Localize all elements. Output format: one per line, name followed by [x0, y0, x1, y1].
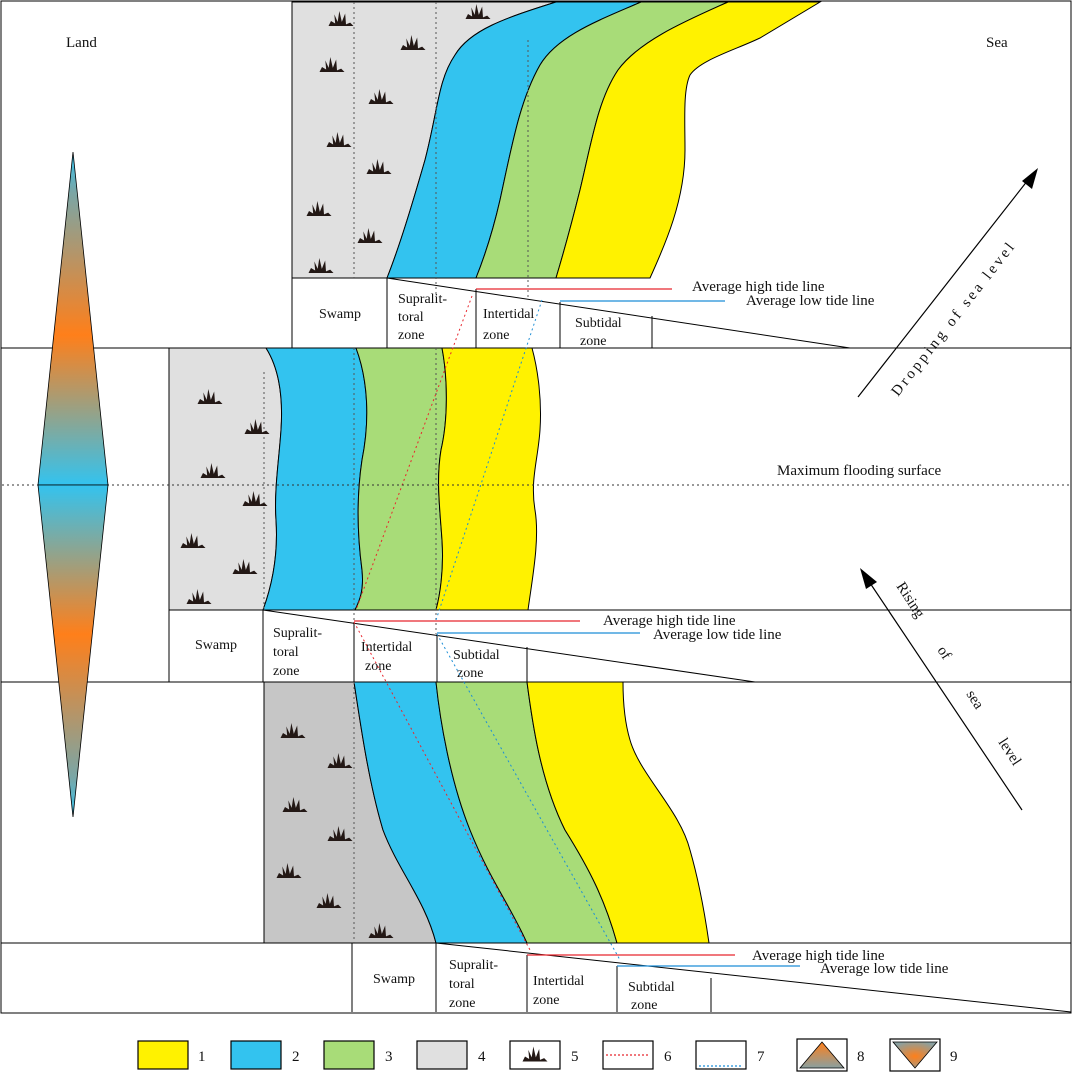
legend-label-9: 9: [950, 1049, 958, 1065]
middle-intertidal-area: [354, 347, 447, 611]
legend-label-7: 7: [757, 1049, 765, 1065]
middle-swamp-label: Swamp: [195, 638, 237, 653]
middle-subtidal-area: [435, 347, 542, 611]
legend-swatch-low-tide: [695, 1040, 747, 1070]
bottom-inter-label-1: Intertidal: [533, 974, 584, 989]
legend-label-8: 8: [857, 1049, 865, 1065]
rising-label-3: sea: [963, 687, 987, 712]
legend-label-5: 5: [571, 1049, 579, 1065]
legend-swatch-swamp: [416, 1040, 468, 1070]
bottom-panel: Swamp Supralit- toral zone Intertidal zo…: [1, 681, 1072, 1013]
top-sub-label-2: zone: [580, 334, 606, 349]
legend-swatch-intertidal: [323, 1040, 375, 1070]
rising-arrow: Rising of sea level: [860, 568, 1024, 811]
middle-panel: Swamp Supralit- toral zone Intertidal zo…: [168, 347, 1071, 683]
top-swamp-label: Swamp: [319, 307, 361, 322]
frame: [0, 0, 1072, 1014]
middle-supra-label-2: toral: [273, 645, 299, 660]
top-supra-label-3: zone: [398, 328, 424, 343]
diamond-lower-half: [37, 484, 109, 818]
bottom-sub-label-1: Subtidal: [628, 980, 675, 995]
bottom-supra-label-3: zone: [449, 996, 475, 1011]
legend-label-2: 2: [292, 1049, 300, 1065]
legend-label-6: 6: [664, 1049, 672, 1065]
top-supra-label-2: toral: [398, 310, 424, 325]
rising-label-2: of: [934, 643, 954, 662]
legend-label-4: 4: [478, 1049, 486, 1065]
tide-trend-lines: [353, 295, 621, 961]
middle-supra-label-3: zone: [273, 664, 299, 679]
legend-label-3: 3: [385, 1049, 393, 1065]
middle-high-tide-label: Average high tide line: [603, 613, 736, 629]
arrow-head-icon: [860, 568, 877, 589]
dropping-label: Dropping of sea level: [889, 238, 1020, 400]
mfs-label: Maximum flooding surface: [777, 463, 941, 479]
middle-swamp-area: [168, 347, 283, 611]
top-panel: Swamp Supralit- toral zone Intertidal zo…: [291, 1, 875, 349]
top-inter-label-1: Intertidal: [483, 307, 534, 322]
sea-level-diamond: [37, 151, 109, 818]
top-inter-label-2: zone: [483, 328, 509, 343]
legend-label-1: 1: [198, 1049, 206, 1065]
middle-sub-label-2: zone: [457, 666, 483, 681]
bottom-inter-label-2: zone: [533, 993, 559, 1008]
legend-swatch-subtidal: [137, 1040, 189, 1070]
bottom-supra-label-2: toral: [449, 977, 475, 992]
middle-low-tide-label: Average low tide line: [653, 627, 782, 643]
top-high-tide-label: Average high tide line: [692, 279, 825, 295]
rising-label-4: level: [995, 735, 1024, 768]
bottom-subtidal-area: [526, 681, 710, 944]
land-label: Land: [66, 35, 97, 51]
top-sub-label-1: Subtidal: [575, 316, 622, 331]
bottom-supra-label-1: Supralit-: [449, 958, 498, 973]
arrow-head-icon: [1022, 168, 1038, 189]
bottom-high-tide-label: Average high tide line: [752, 948, 885, 964]
legend: 1 2 3 4 5 6 7 8 9: [137, 1038, 958, 1072]
bottom-sub-label-2: zone: [631, 998, 657, 1013]
top-supra-label-1: Supralit-: [398, 292, 447, 307]
middle-supra-label-1: Supralit-: [273, 626, 322, 641]
sea-label: Sea: [986, 35, 1008, 51]
legend-swatch-supralittoral: [230, 1040, 282, 1070]
top-low-tide-label: Average low tide line: [746, 293, 875, 309]
middle-inter-label-1: Intertidal: [361, 640, 412, 655]
rising-label-1: Rising: [893, 579, 928, 621]
middle-sub-label-1: Subtidal: [453, 648, 500, 663]
diamond-upper-half: [37, 151, 109, 486]
bottom-swamp-label: Swamp: [373, 972, 415, 987]
bottom-low-tide-label: Average low tide line: [820, 961, 949, 977]
triangle-up-icon: [799, 1041, 845, 1069]
dropping-arrow: Dropping of sea level: [857, 168, 1038, 400]
triangle-down-icon: [892, 1041, 938, 1069]
